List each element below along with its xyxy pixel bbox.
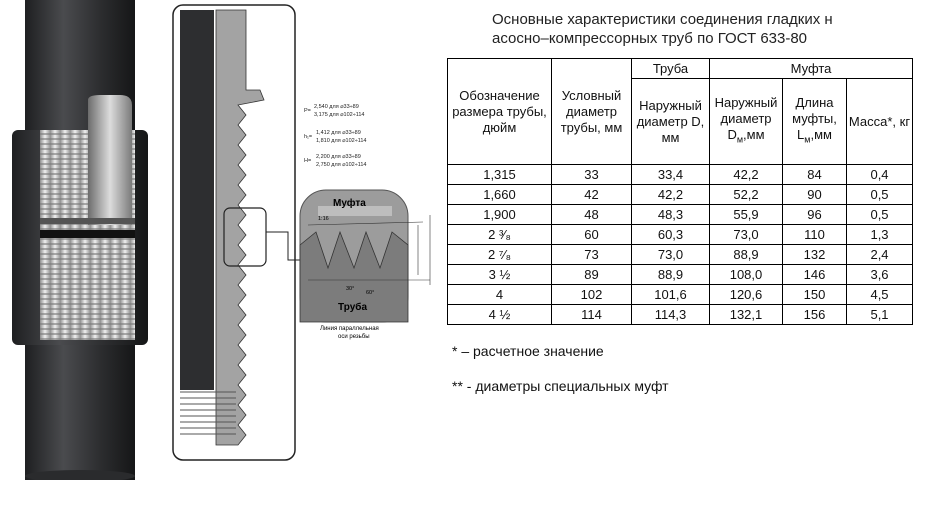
cell-pipe-od: 73,0 — [631, 244, 710, 265]
cell-mass: 4,5 — [845, 284, 914, 305]
angle-30-label: 30° — [346, 286, 354, 292]
cell-nominal: 33 — [551, 164, 632, 185]
spec-h-2: 2,750 для ⌀102÷114 — [316, 162, 367, 168]
cell-length: 146 — [782, 264, 847, 285]
pipe-coupling-photo — [12, 0, 148, 480]
spec-h-1: 2,200 для ⌀33÷89 — [316, 154, 361, 160]
cell-size: 2 ³⁄₈ — [447, 224, 552, 245]
cell-nominal: 42 — [551, 184, 632, 205]
cell-coupling-od: 55,9 — [709, 204, 783, 225]
cell-length: 110 — [782, 224, 847, 245]
cell-length: 156 — [782, 304, 847, 325]
cell-size: 1,900 — [447, 204, 552, 225]
table-row: 1,900 48 48,3 55,9 96 0,5 — [447, 204, 914, 225]
svg-text:h₁=: h₁= — [304, 134, 312, 140]
title-line-1: Основные характеристики соединения гладк… — [492, 11, 833, 28]
cell-length: 84 — [782, 164, 847, 185]
cell-size: 3 ½ — [447, 264, 552, 285]
cell-mass: 0,5 — [845, 204, 914, 225]
page-title: Основные характеристики соединения гладк… — [492, 10, 912, 48]
cell-mass: 1,3 — [845, 224, 914, 245]
lower-thread-lines — [180, 391, 236, 435]
cell-nominal: 73 — [551, 244, 632, 265]
spec-p-2: 3,175 для ⌀102÷114 — [314, 112, 365, 118]
pipe-label: Труба — [338, 301, 367, 313]
cell-pipe-od: 48,3 — [631, 204, 710, 225]
coupling-label: Муфта — [333, 197, 366, 209]
header-designation: Обозначение размера трубы, дюйм — [447, 58, 552, 165]
cell-length: 150 — [782, 284, 847, 305]
parallel-line-label-1: Линия параллельная — [320, 326, 379, 332]
title-line-2: асосно–компрессорных труб по ГОСТ 633-80 — [492, 30, 808, 47]
inner-pipe-cutout — [88, 95, 132, 225]
cell-coupling-od: 88,9 — [709, 244, 783, 265]
spec-h1-1: 1,412 для ⌀33÷89 — [316, 130, 361, 136]
detail-marker — [223, 207, 267, 267]
cell-coupling-od: 73,0 — [709, 224, 783, 245]
cell-coupling-od: 42,2 — [709, 164, 783, 185]
angle-60-label: 60° — [366, 290, 374, 296]
cell-mass: 0,4 — [845, 164, 914, 185]
cell-pipe-od: 60,3 — [631, 224, 710, 245]
table-row: 2 ³⁄₈ 60 60,3 73,0 110 1,3 — [447, 224, 914, 245]
pipe-wall-section — [180, 10, 214, 390]
cell-pipe-od: 88,9 — [631, 264, 710, 285]
cell-nominal: 114 — [551, 304, 632, 325]
note-estimated: * – расчетное значение — [452, 343, 604, 359]
header-pipe-group: Труба — [631, 58, 710, 79]
svg-text:P=: P= — [304, 108, 311, 114]
header-nominal: Условный диаметр трубы, мм — [551, 58, 632, 165]
cell-coupling-od: 108,0 — [709, 264, 783, 285]
table-row: 4 ½ 114 114,3 132,1 156 5,1 — [447, 304, 914, 325]
cell-pipe-od: 33,4 — [631, 164, 710, 185]
cell-nominal: 60 — [551, 224, 632, 245]
cell-mass: 0,5 — [845, 184, 914, 205]
spec-h1-2: 1,810 для ⌀102÷114 — [316, 138, 367, 144]
cell-nominal: 102 — [551, 284, 632, 305]
table-row: 2 ⁷⁄₈ 73 73,0 88,9 132 2,4 — [447, 244, 914, 265]
cell-coupling-od: 132,1 — [709, 304, 783, 325]
header-coupling-length: Длина муфты, Lм,мм — [782, 78, 847, 165]
header-coupling-group: Муфта — [708, 58, 914, 79]
table-row: 3 ½ 89 88,9 108,0 146 3,6 — [447, 264, 914, 285]
table-row: 1,315 33 33,4 42,2 84 0,4 — [447, 164, 914, 185]
cell-nominal: 48 — [551, 204, 632, 225]
header-pipe-od: Наружный диаметр D, мм — [631, 78, 710, 165]
cell-size: 1,660 — [447, 184, 552, 205]
cell-mass: 3,6 — [845, 264, 914, 285]
header-mass: Масса*, кг — [845, 78, 914, 165]
cell-size: 4 ½ — [447, 304, 552, 325]
thread-section-drawing: P= 2,540 для ⌀33÷89 3,175 для ⌀102÷114 h… — [172, 4, 431, 461]
table-row: 4 102 101,6 120,6 150 4,5 — [447, 284, 914, 305]
cell-size: 2 ⁷⁄₈ — [447, 244, 552, 265]
cell-nominal: 89 — [551, 264, 632, 285]
cell-size: 1,315 — [447, 164, 552, 185]
svg-text:H=: H= — [304, 158, 311, 164]
cell-mass: 2,4 — [845, 244, 914, 265]
cell-length: 90 — [782, 184, 847, 205]
spec-table: Обозначение размера трубы, дюйм Условный… — [447, 58, 914, 325]
cell-length: 132 — [782, 244, 847, 265]
cell-pipe-od: 114,3 — [631, 304, 710, 325]
lower-pipe-body — [25, 335, 135, 480]
table-row: 1,660 42 42,2 52,2 90 0,5 — [447, 184, 914, 205]
note-special: ** - диаметры специальных муфт — [452, 378, 669, 394]
cell-coupling-od: 52,2 — [709, 184, 783, 205]
cell-coupling-od: 120,6 — [709, 284, 783, 305]
cell-pipe-od: 101,6 — [631, 284, 710, 305]
cell-pipe-od: 42,2 — [631, 184, 710, 205]
parallel-line-label-2: оси резьбы — [338, 334, 370, 340]
coupling-gap — [40, 230, 135, 238]
cell-size: 4 — [447, 284, 552, 305]
cell-length: 96 — [782, 204, 847, 225]
taper-label: 1:16 — [318, 216, 329, 222]
coupling-wall-section — [215, 9, 265, 446]
header-coupling-od: Наружный диаметр Dм,мм — [709, 78, 783, 165]
spec-p-1: 2,540 для ⌀33÷89 — [314, 104, 359, 110]
cell-mass: 5,1 — [845, 304, 914, 325]
